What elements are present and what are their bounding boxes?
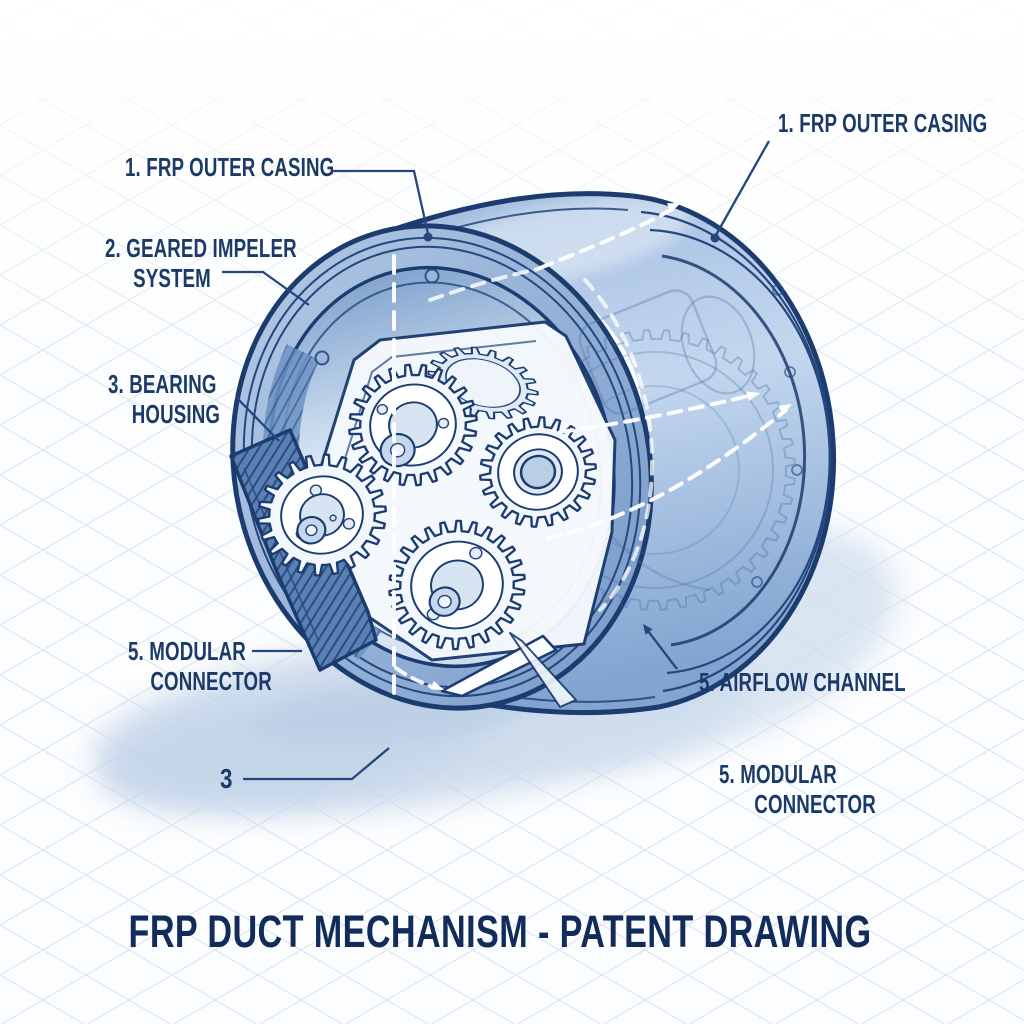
label-airflow-channel: 5. AIRFLOW CHANNEL bbox=[699, 667, 906, 697]
leader-dot-right bbox=[710, 233, 720, 243]
leader-airflow-channel bbox=[647, 630, 678, 670]
leader-airflow-arrowhead bbox=[643, 624, 653, 635]
label-text: 1. FRP OUTER CASING bbox=[125, 152, 335, 182]
label-text-line1: 3. BEARING bbox=[108, 369, 217, 399]
label-modular-connector-left: 5. MODULAR CONNECTOR bbox=[128, 636, 272, 697]
label-text: 3 bbox=[220, 763, 233, 794]
rear-rim bbox=[632, 193, 837, 710]
label-bearing-housing: 3. BEARING HOUSING bbox=[108, 369, 220, 430]
label-text-line2: CONNECTOR bbox=[754, 789, 876, 820]
label-modular-connector-right: 5. MODULAR CONNECTOR bbox=[719, 759, 876, 820]
label-text-line2: CONNECTOR bbox=[150, 666, 272, 697]
leader-lines bbox=[222, 140, 771, 781]
label-text-line2: HOUSING bbox=[131, 399, 221, 430]
label-ref-3: 3 bbox=[220, 765, 232, 793]
gear-right bbox=[479, 416, 597, 528]
label-text: 1. FRP OUTER CASING bbox=[778, 108, 988, 138]
airflow-lines bbox=[392, 203, 792, 705]
pointer-blade bbox=[440, 632, 577, 708]
gear-left bbox=[257, 453, 387, 577]
label-geared-impeller-system: 2. GEARED IMPELER SYSTEM bbox=[105, 233, 297, 294]
label-text-line1: 5. MODULAR bbox=[719, 759, 837, 789]
leader-geared-impeller bbox=[222, 270, 310, 306]
drawing-title: FRP DUCT MECHANISM - PATENT DRAWING bbox=[128, 906, 872, 957]
gear-bottom bbox=[388, 519, 526, 651]
leader-bearing-housing bbox=[235, 396, 280, 442]
gear-idler-rear bbox=[427, 346, 539, 420]
label-text-line2: SYSTEM bbox=[133, 263, 211, 294]
label-text-line1: 2. GEARED IMPELER bbox=[105, 233, 297, 263]
leader-outer-casing-right bbox=[714, 140, 771, 236]
leader-outer-casing-left bbox=[332, 169, 430, 235]
airflow-arrowheads bbox=[430, 203, 792, 690]
label-text-line1: 5. MODULAR bbox=[128, 636, 246, 666]
gear-train bbox=[257, 346, 597, 651]
label-text: 5. AIRFLOW CHANNEL bbox=[699, 667, 906, 697]
leader-dot-left bbox=[423, 232, 433, 242]
gear-top bbox=[348, 363, 478, 487]
label-outer-casing-right: 1. FRP OUTER CASING bbox=[778, 108, 987, 138]
label-outer-casing-left: 1. FRP OUTER CASING bbox=[125, 152, 334, 182]
leader-ref-3 bbox=[243, 747, 390, 781]
